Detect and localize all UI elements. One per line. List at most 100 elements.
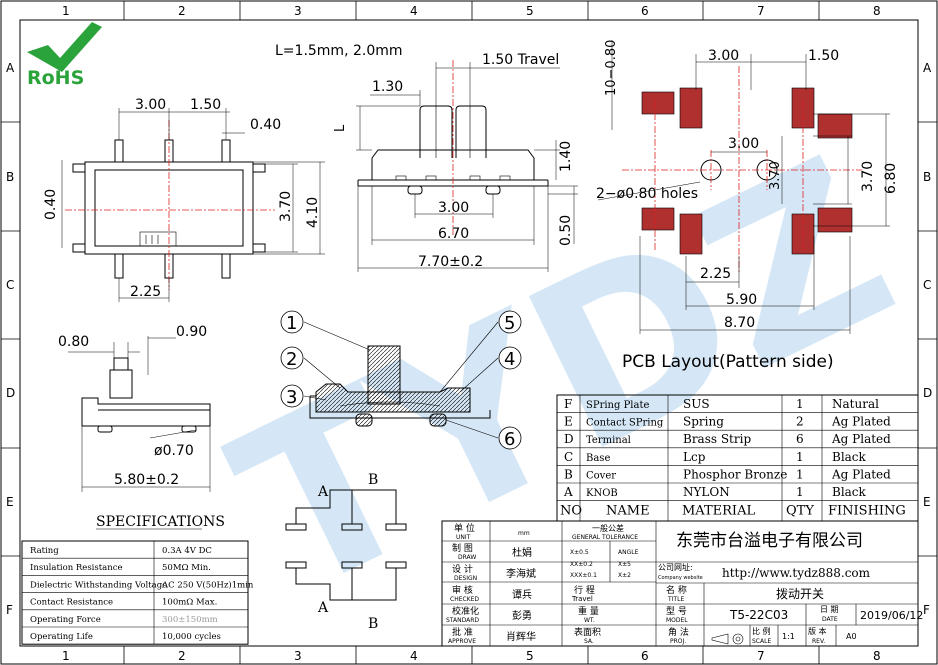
- dim-3-70-pcb-inner: 3.70: [768, 161, 783, 190]
- tb-standard-cn: 校准化: [452, 605, 479, 617]
- bom-cell-name: Base: [586, 453, 610, 464]
- pcb-pad: [817, 207, 853, 233]
- bom-cell-material: Brass Strip: [683, 432, 751, 446]
- pcb-pad: [679, 87, 703, 129]
- tb-tol-1: X±0.5: [570, 549, 589, 556]
- tb-approve-val: 肖辉华: [506, 630, 536, 643]
- callout-number: 2: [286, 349, 297, 370]
- bom-cell-finish: Natural: [832, 397, 879, 411]
- border-row-label-right: A: [923, 61, 932, 75]
- dim-phi-0-70: ø0.70: [154, 443, 194, 459]
- pcb-holes-note: 2−ø0.80 holes: [596, 186, 698, 202]
- border-row-label-left: A: [6, 61, 15, 75]
- tb-tol-a2: X±2: [618, 572, 631, 579]
- dim-3-70-pcb: 3.70: [860, 161, 876, 192]
- callout-circle: [498, 310, 522, 334]
- border-col-label-top: 2: [178, 4, 186, 18]
- dim-3-00-side: 3.00: [438, 200, 469, 216]
- callout-circle: [280, 384, 304, 408]
- spec-key: Insulation Resistance: [30, 563, 123, 573]
- bom-cell-material: Phosphor Bronze: [683, 467, 787, 481]
- border-row-label-left: B: [6, 170, 14, 184]
- border-row-label-left: F: [6, 603, 13, 617]
- callout-leader: [439, 321, 499, 393]
- dim-3-00-pcb-holes: 3.00: [728, 136, 759, 152]
- tb-travel-cn: 行 程: [574, 584, 595, 596]
- spec-value: 10,000 cycles: [162, 632, 221, 642]
- bom-cell-finish: Ag Plated: [831, 432, 891, 446]
- dim-0-90-end: 0.90: [176, 324, 207, 340]
- bom-header-material: MATERIAL: [682, 504, 755, 519]
- spec-key: Operating Life: [30, 632, 93, 642]
- check-mark-icon: [27, 22, 102, 72]
- tb-standard-val: 彭勇: [512, 609, 532, 622]
- callout-number: 5: [504, 313, 515, 334]
- border-col-label-bottom: 4: [410, 649, 418, 663]
- border-row-label-left: C: [6, 278, 14, 292]
- border-col-label-top: 6: [641, 4, 649, 18]
- tb-company: 东莞市台溢电子有限公司: [676, 531, 863, 551]
- border-row-label-right: E: [923, 495, 931, 509]
- dim-6-80-pcb: 6.80: [883, 163, 899, 194]
- rohs-logo: RoHS: [27, 22, 102, 89]
- tb-checked-en: CHECKED: [450, 596, 479, 603]
- bom-cell-finish: Black: [832, 450, 867, 464]
- schematic-label-b-top: B: [368, 472, 378, 488]
- specs-title: SPECIFICATIONS: [96, 514, 225, 530]
- tb-tol-2: XX±0.2: [570, 561, 593, 568]
- tb-weight-en: WT.: [584, 617, 595, 624]
- rohs-text: RoHS: [27, 67, 84, 89]
- tb-design-val: 李海斌: [506, 567, 536, 580]
- callout-circle: [280, 310, 304, 334]
- tb-tol-cn: 一般公差: [592, 523, 624, 533]
- border-row-label-right: C: [923, 278, 931, 292]
- bom-cell-qty: 1: [796, 450, 804, 464]
- tb-design-cn: 设 计: [452, 563, 473, 575]
- border-row-label-left: D: [6, 386, 15, 400]
- bom-cell-no: B: [564, 467, 573, 481]
- top-view: L=1.5mm, 2.0mm 3.00 1.50 0.40 0.40 3.70 …: [43, 43, 403, 302]
- tb-website: http://www.tydz888.com: [722, 566, 871, 580]
- callout-leader: [303, 357, 341, 389]
- tb-tol-a1: X±5: [618, 561, 631, 568]
- border-col-label-top: 7: [757, 4, 765, 18]
- tb-draw-en: DRAW: [458, 554, 476, 561]
- spec-value: AC 250 V(50Hz)1min: [161, 579, 254, 590]
- projection-symbol-icon: [711, 633, 744, 645]
- spec-key: Contact Resistance: [30, 598, 113, 608]
- tb-title-en: TITLE: [667, 596, 684, 603]
- dim-7-70-side: 7.70±0.2: [418, 254, 483, 270]
- tb-unit-val: mm: [518, 530, 530, 537]
- bom-cell-qty: 1: [796, 397, 804, 411]
- tb-date-val: 2019/06/12: [860, 609, 923, 622]
- dim-8-70-pcb: 8.70: [724, 315, 755, 331]
- pcb-pad: [817, 113, 853, 139]
- tb-rev-en: REV.: [812, 638, 825, 645]
- border-col-label-bottom: 6: [641, 649, 649, 663]
- border-col-label-top: 5: [526, 4, 534, 18]
- bom-cell-name: SPring Plate: [586, 400, 649, 411]
- dim-1-40-side: 1.40: [558, 141, 574, 172]
- spec-key: Operating Force: [30, 615, 101, 625]
- tb-draw-cn: 制 图: [452, 542, 473, 554]
- bom-cell-material: SUS: [683, 397, 710, 411]
- tb-checked-cn: 审 核: [452, 584, 473, 596]
- callout-circle: [280, 346, 304, 370]
- callout-number: 4: [504, 349, 515, 370]
- tb-tol-3: XXX±0.1: [570, 572, 597, 579]
- tb-website-en: Company website: [658, 575, 703, 581]
- callout-leader: [303, 395, 327, 401]
- tb-proj-en: PROJ.: [670, 638, 686, 645]
- bom-header-name: NAME: [606, 504, 650, 519]
- dim-3-00-pcb-top: 3.00: [708, 48, 739, 64]
- border-col-label-top: 3: [294, 4, 302, 18]
- callout-circle: [498, 346, 522, 370]
- tb-design-en: DESIGN: [454, 575, 477, 582]
- border-col-label-bottom: 1: [62, 649, 70, 663]
- side-view: 1.50 Travel 1.30 L 1.40 3.00 6.70 0.50 7…: [333, 52, 578, 272]
- border-col-label-bottom: 3: [294, 649, 302, 663]
